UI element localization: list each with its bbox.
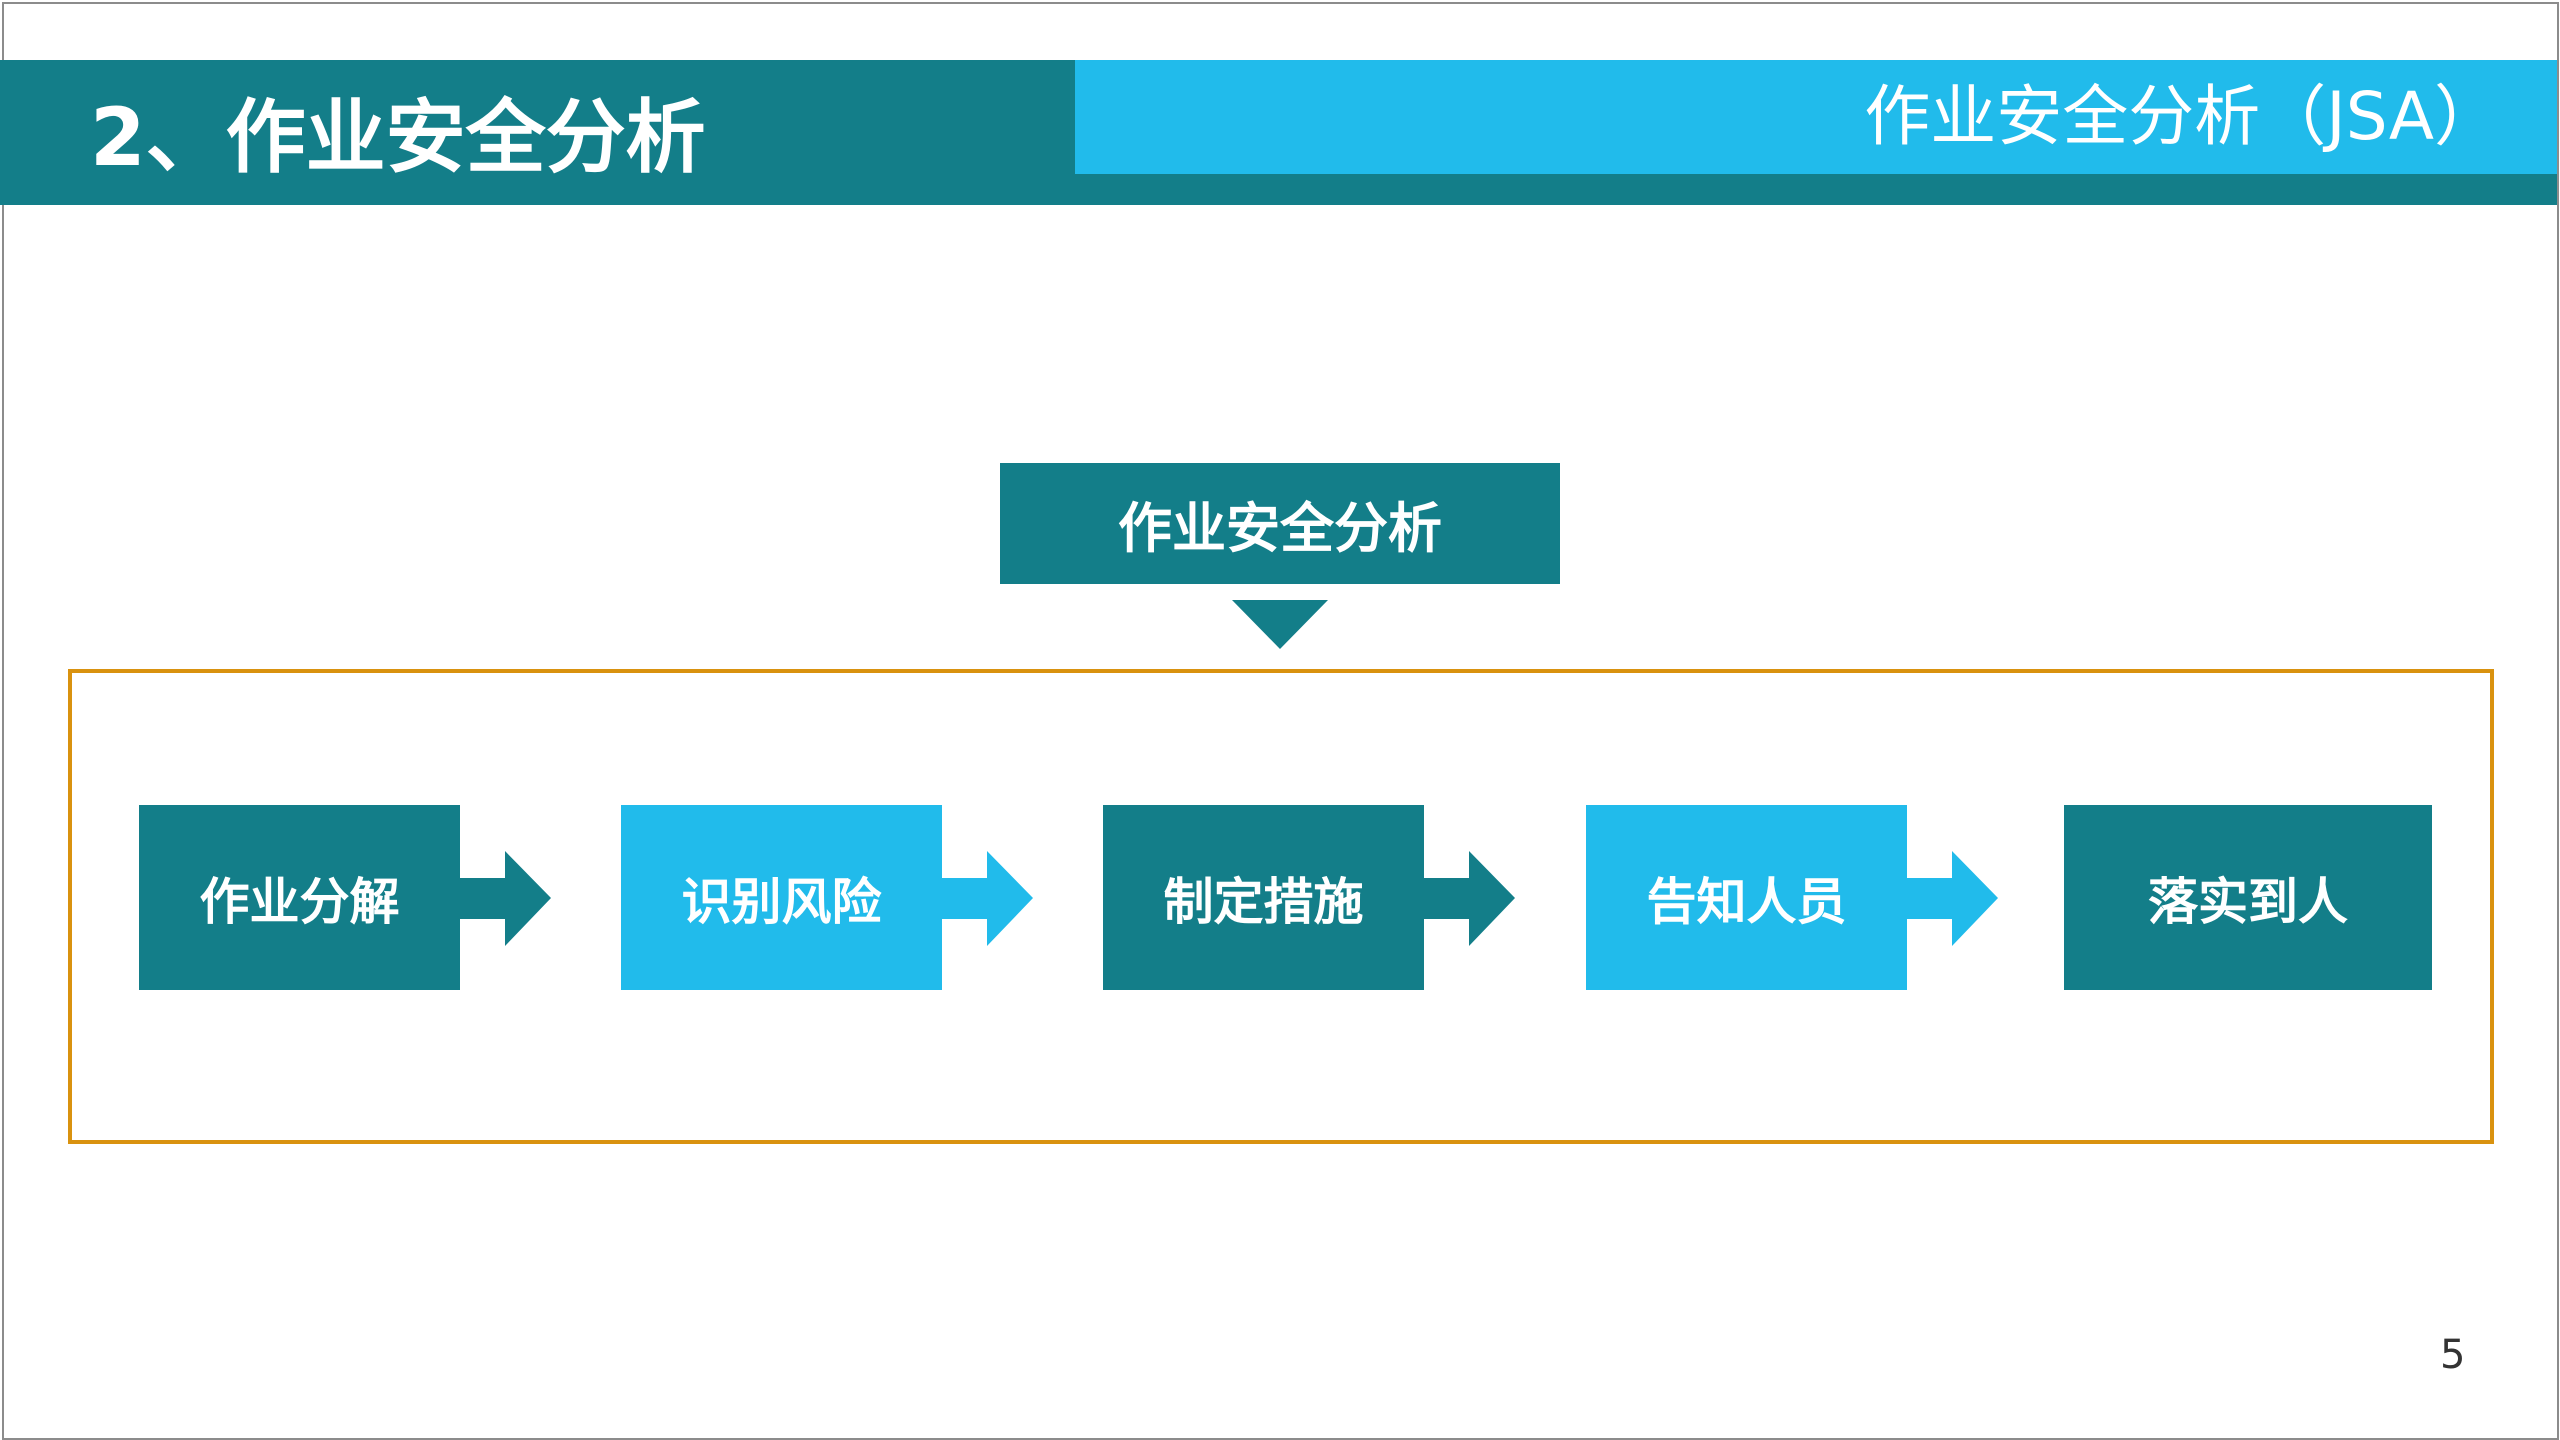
arrow-right-icon [460, 851, 551, 946]
arrow-right-icon [1424, 851, 1515, 946]
step-identify-risk: 识别风险 [621, 805, 942, 990]
step-assign-responsibility: 落实到人 [2064, 805, 2432, 990]
step-set-measures: 制定措施 [1103, 805, 1424, 990]
page-number: 5 [2440, 1332, 2466, 1378]
arrow-right-icon [1907, 851, 1998, 946]
arrow-right-icon [942, 851, 1033, 946]
top-box-jsa: 作业安全分析 [1000, 463, 1560, 584]
down-arrow-icon [1232, 600, 1328, 649]
header-subtitle: 作业安全分析（JSA） [1864, 78, 2500, 155]
step-task-breakdown: 作业分解 [139, 805, 460, 990]
header-accent-bar [1075, 60, 2557, 174]
process-frame [68, 669, 2494, 1144]
step-inform-personnel: 告知人员 [1586, 805, 1907, 990]
section-title: 2、作业安全分析 [90, 91, 706, 184]
